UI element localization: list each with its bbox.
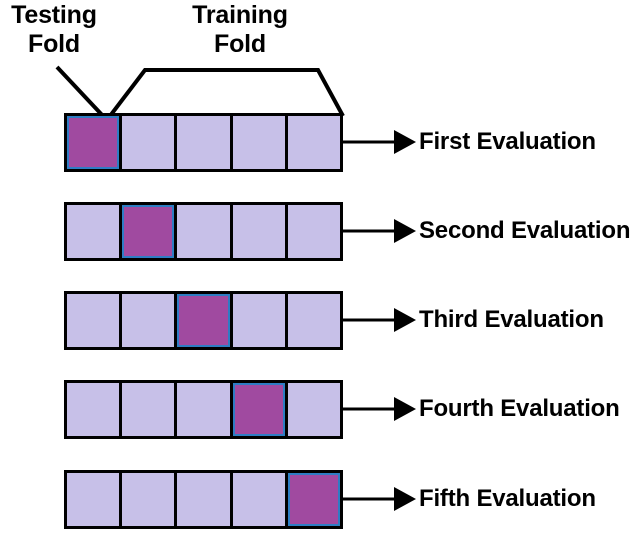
fold-cell-2-1 [67, 205, 123, 258]
fold-cell-2-5 [287, 205, 341, 258]
evaluation-label-1: First Evaluation [419, 128, 596, 155]
row-arrow-3 [343, 308, 416, 332]
fold-row-4 [64, 380, 343, 439]
fold-cell-3-4 [232, 294, 288, 347]
fold-cell-1-3 [177, 116, 233, 169]
fold-cell-2-2 [122, 205, 178, 258]
fold-cell-4-4 [232, 383, 288, 436]
evaluation-label-5: Fifth Evaluation [419, 485, 596, 512]
fold-row-5 [64, 470, 343, 529]
fold-cell-5-2 [122, 473, 178, 526]
training-fold-bracket [108, 68, 345, 118]
fold-row-1 [64, 113, 343, 172]
testing-fold-label: Testing Fold [11, 1, 97, 58]
fold-cell-4-2 [122, 383, 178, 436]
row-arrow-5 [343, 487, 416, 511]
fold-row-3 [64, 291, 343, 350]
row-arrow-4 [343, 397, 416, 421]
fold-cell-5-5 [287, 473, 341, 526]
fold-cell-3-5 [287, 294, 341, 347]
fold-cell-1-2 [122, 116, 178, 169]
fold-cell-4-3 [177, 383, 233, 436]
fold-cell-1-4 [232, 116, 288, 169]
evaluation-label-3: Third Evaluation [419, 306, 604, 333]
training-fold-label: Training Fold [192, 1, 288, 58]
fold-cell-5-4 [232, 473, 288, 526]
fold-cell-5-1 [67, 473, 123, 526]
evaluation-label-2: Second Evaluation [419, 217, 631, 244]
evaluation-label-4: Fourth Evaluation [419, 395, 620, 422]
fold-cell-4-5 [287, 383, 341, 436]
row-arrow-2 [343, 219, 416, 243]
fold-cell-4-1 [67, 383, 123, 436]
testing-fold-pointer-line [55, 65, 105, 118]
fold-cell-3-2 [122, 294, 178, 347]
fold-cell-3-1 [67, 294, 123, 347]
fold-cell-1-5 [287, 116, 341, 169]
fold-row-2 [64, 202, 343, 261]
fold-cell-1-1 [67, 116, 123, 169]
fold-cell-3-3 [177, 294, 233, 347]
fold-cell-2-3 [177, 205, 233, 258]
row-arrow-1 [343, 130, 416, 154]
fold-cell-2-4 [232, 205, 288, 258]
fold-cell-5-3 [177, 473, 233, 526]
